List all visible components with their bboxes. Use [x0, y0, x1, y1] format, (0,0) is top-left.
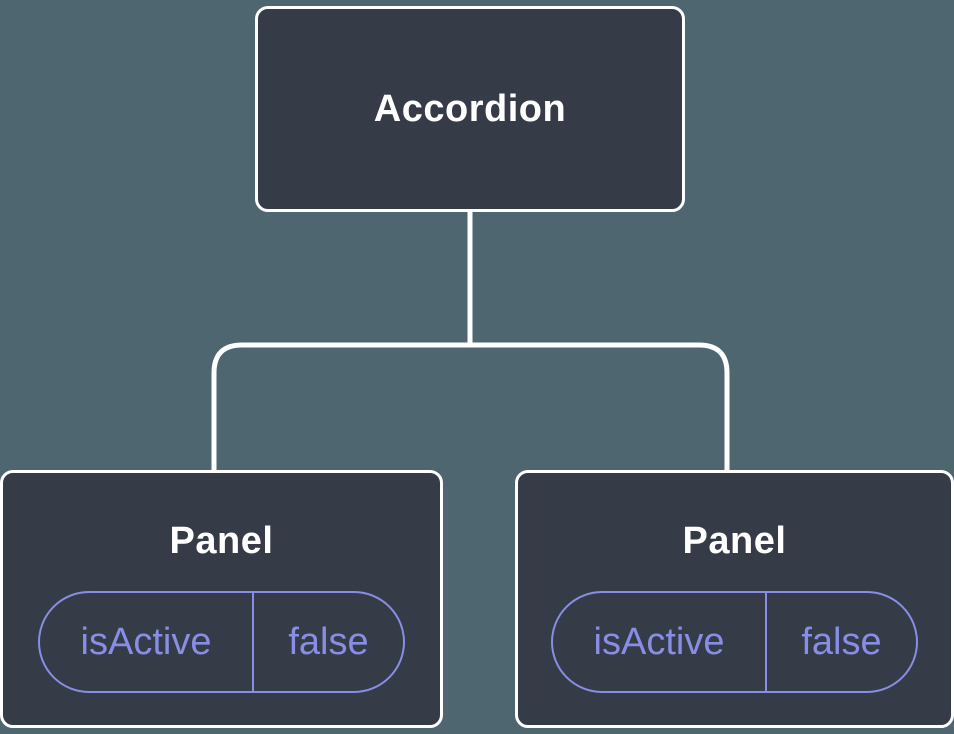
node-panel-1: Panel isActive false — [0, 470, 443, 728]
connector-branch — [211, 342, 730, 472]
node-panel-1-label: Panel — [169, 520, 274, 562]
state-pill-2: isActive false — [551, 591, 918, 693]
state-value-1: false — [288, 620, 369, 663]
state-name-1: isActive — [40, 593, 254, 691]
node-panel-2-label: Panel — [682, 520, 787, 562]
state-name-2: isActive — [553, 593, 767, 691]
state-pill-1: isActive false — [38, 591, 405, 693]
node-panel-2: Panel isActive false — [515, 470, 954, 728]
node-accordion: Accordion — [255, 6, 685, 212]
state-value-2: false — [801, 620, 882, 663]
node-accordion-label: Accordion — [373, 87, 567, 130]
